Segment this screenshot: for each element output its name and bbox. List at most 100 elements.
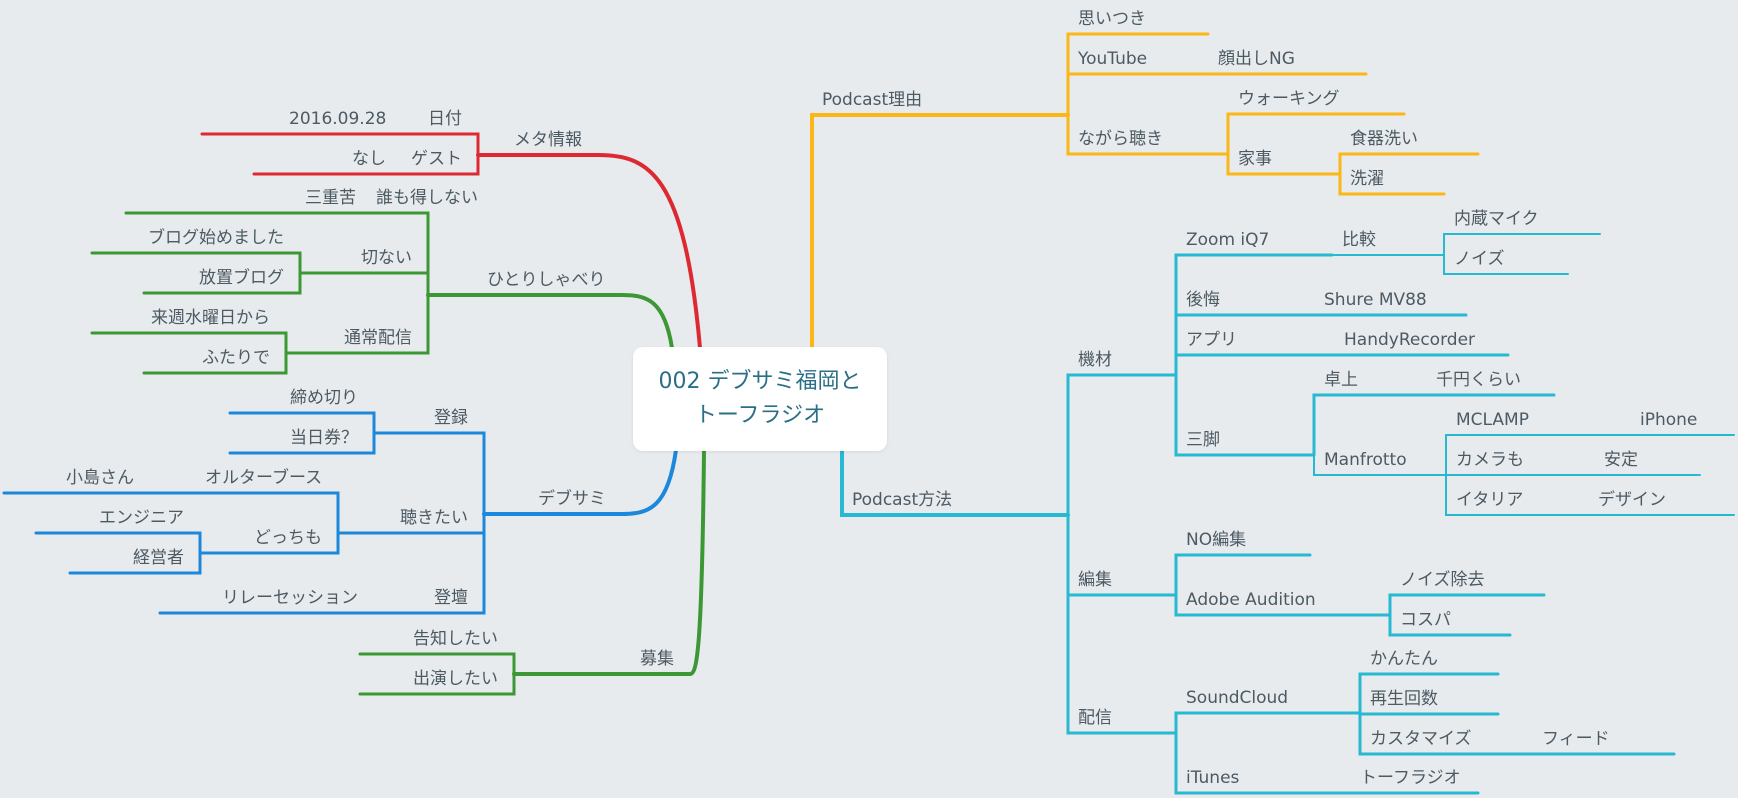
topic-n50[interactable]: 卓上: [1324, 370, 1358, 390]
topic-n12[interactable]: 通常配信: [344, 328, 412, 348]
topic-n39[interactable]: Podcast方法: [852, 490, 953, 510]
topic-n2[interactable]: 日付: [428, 109, 462, 129]
link-n1: [476, 153, 702, 350]
link-n49: [1174, 373, 1316, 457]
link-n11: [142, 271, 302, 295]
topic-n47[interactable]: アプリ: [1186, 330, 1237, 350]
link-n39: [839, 448, 1070, 517]
link-n60: [1174, 553, 1312, 597]
topic-n33[interactable]: 顔出しNG: [1218, 49, 1295, 69]
topic-n46[interactable]: Shure MV88: [1324, 290, 1427, 310]
topic-n25[interactable]: 登壇: [434, 588, 468, 608]
topic-n9[interactable]: 切ない: [361, 248, 412, 268]
topic-n26[interactable]: リレーセッション: [222, 588, 358, 608]
topic-n24[interactable]: 経営者: [133, 548, 184, 568]
topic-n69[interactable]: フィード: [1542, 729, 1610, 749]
link-n16: [372, 431, 486, 516]
link-n68: [1358, 711, 1534, 756]
topic-n4[interactable]: ゲスト: [411, 149, 462, 169]
topic-n23[interactable]: エンジニア: [99, 508, 184, 528]
topic-n27[interactable]: 募集: [640, 649, 674, 669]
topic-n60[interactable]: NO編集: [1186, 530, 1247, 550]
link-n30: [810, 113, 1070, 350]
link-n63: [1388, 613, 1512, 637]
topic-n58[interactable]: デザイン: [1598, 490, 1666, 510]
link-n38: [1338, 172, 1446, 196]
link-n67: [1358, 711, 1500, 716]
topic-n6[interactable]: ひとりしゃべり: [487, 270, 606, 290]
topic-n21[interactable]: 小島さん: [66, 468, 134, 488]
link-n44: [1443, 254, 1569, 275]
topic-n18[interactable]: 当日券？: [290, 428, 358, 448]
topic-n70[interactable]: iTunes: [1186, 768, 1240, 788]
link-n47: [1174, 353, 1336, 377]
topic-n54[interactable]: iPhone: [1640, 410, 1698, 430]
topic-n37[interactable]: 食器洗い: [1350, 129, 1418, 149]
topic-n67[interactable]: 再生回数: [1370, 689, 1438, 709]
topic-n66[interactable]: かんたん: [1370, 649, 1438, 669]
link-n57: [1445, 474, 1589, 516]
topic-n8[interactable]: 三重苦: [305, 188, 356, 208]
link-n65: [1174, 711, 1362, 735]
link-n50: [1312, 393, 1428, 457]
topic-n13[interactable]: 来週水曜日から: [151, 308, 270, 328]
topic-n41[interactable]: Zoom iQ7: [1186, 230, 1270, 250]
link-n29: [358, 672, 516, 696]
topic-n56[interactable]: 安定: [1604, 450, 1638, 470]
link-n40: [1066, 373, 1178, 517]
topic-n68[interactable]: カスタマイズ: [1370, 729, 1472, 749]
topic-n10[interactable]: ブログ始めました: [148, 228, 284, 248]
topic-n51[interactable]: 千円くらい: [1436, 370, 1521, 390]
topic-n34[interactable]: ながら聴き: [1078, 129, 1163, 149]
topic-n28[interactable]: 告知したい: [413, 629, 498, 649]
topic-n59[interactable]: 編集: [1078, 570, 1112, 590]
topic-n49[interactable]: 三脚: [1186, 430, 1220, 450]
topic-n15[interactable]: デブサミ: [538, 489, 606, 509]
link-n24: [68, 551, 202, 575]
topic-n16[interactable]: 登録: [434, 408, 468, 428]
link-n9: [298, 271, 430, 297]
topic-n17[interactable]: 締め切り: [290, 388, 358, 408]
topic-n5[interactable]: なし: [352, 149, 386, 169]
topic-n29[interactable]: 出演したい: [413, 669, 498, 689]
topic-n11[interactable]: 放置ブログ: [199, 268, 284, 288]
topic-n57[interactable]: イタリア: [1456, 490, 1524, 510]
topic-n62[interactable]: ノイズ除去: [1400, 570, 1485, 590]
topic-n35[interactable]: ウォーキング: [1238, 89, 1340, 109]
topic-n61[interactable]: Adobe Audition: [1186, 590, 1316, 610]
topic-n32[interactable]: YouTube: [1078, 49, 1148, 69]
topic-n42[interactable]: 比較: [1342, 230, 1376, 250]
topic-n20[interactable]: オルターブース: [205, 468, 323, 488]
topic-n7[interactable]: 誰も得しない: [376, 188, 478, 208]
topic-n38[interactable]: 洗濯: [1350, 169, 1384, 189]
topic-n53[interactable]: MCLAMP: [1456, 410, 1529, 430]
topic-n36[interactable]: 家事: [1238, 149, 1272, 169]
link-n52: [1313, 454, 1447, 476]
topic-n3[interactable]: 2016.09.28: [289, 109, 387, 129]
topic-n63[interactable]: コスパ: [1400, 610, 1451, 630]
topic-n43[interactable]: 内蔵マイク: [1454, 209, 1539, 229]
topic-n45[interactable]: 後悔: [1186, 290, 1220, 310]
link-n15: [482, 448, 678, 516]
topic-n71[interactable]: トーフラジオ: [1360, 768, 1461, 788]
link-n61: [1174, 593, 1392, 617]
topic-n44[interactable]: ノイズ: [1454, 249, 1505, 269]
topic-n52[interactable]: Manfrotto: [1324, 450, 1407, 470]
topic-n1[interactable]: メタ情報: [514, 130, 582, 150]
link-n53: [1445, 434, 1631, 476]
topic-n48[interactable]: HandyRecorder: [1344, 330, 1476, 350]
topic-n22[interactable]: どっちも: [254, 528, 322, 548]
central-topic[interactable]: 002 デブサミ福岡と トーフラジオ: [633, 347, 887, 451]
link-n34: [1066, 113, 1230, 156]
topic-n64[interactable]: 配信: [1078, 708, 1112, 728]
topic-n55[interactable]: カメラも: [1456, 450, 1524, 470]
link-n22: [198, 531, 340, 555]
topic-n65[interactable]: SoundCloud: [1186, 688, 1289, 708]
link-n27: [512, 448, 706, 676]
topic-n31[interactable]: 思いつき: [1078, 9, 1146, 29]
topic-n14[interactable]: ふたりで: [202, 348, 270, 368]
topic-n19[interactable]: 聴きたい: [400, 508, 468, 528]
link-n12: [284, 293, 430, 355]
topic-n30[interactable]: Podcast理由: [822, 90, 923, 110]
topic-n40[interactable]: 機材: [1078, 350, 1112, 370]
